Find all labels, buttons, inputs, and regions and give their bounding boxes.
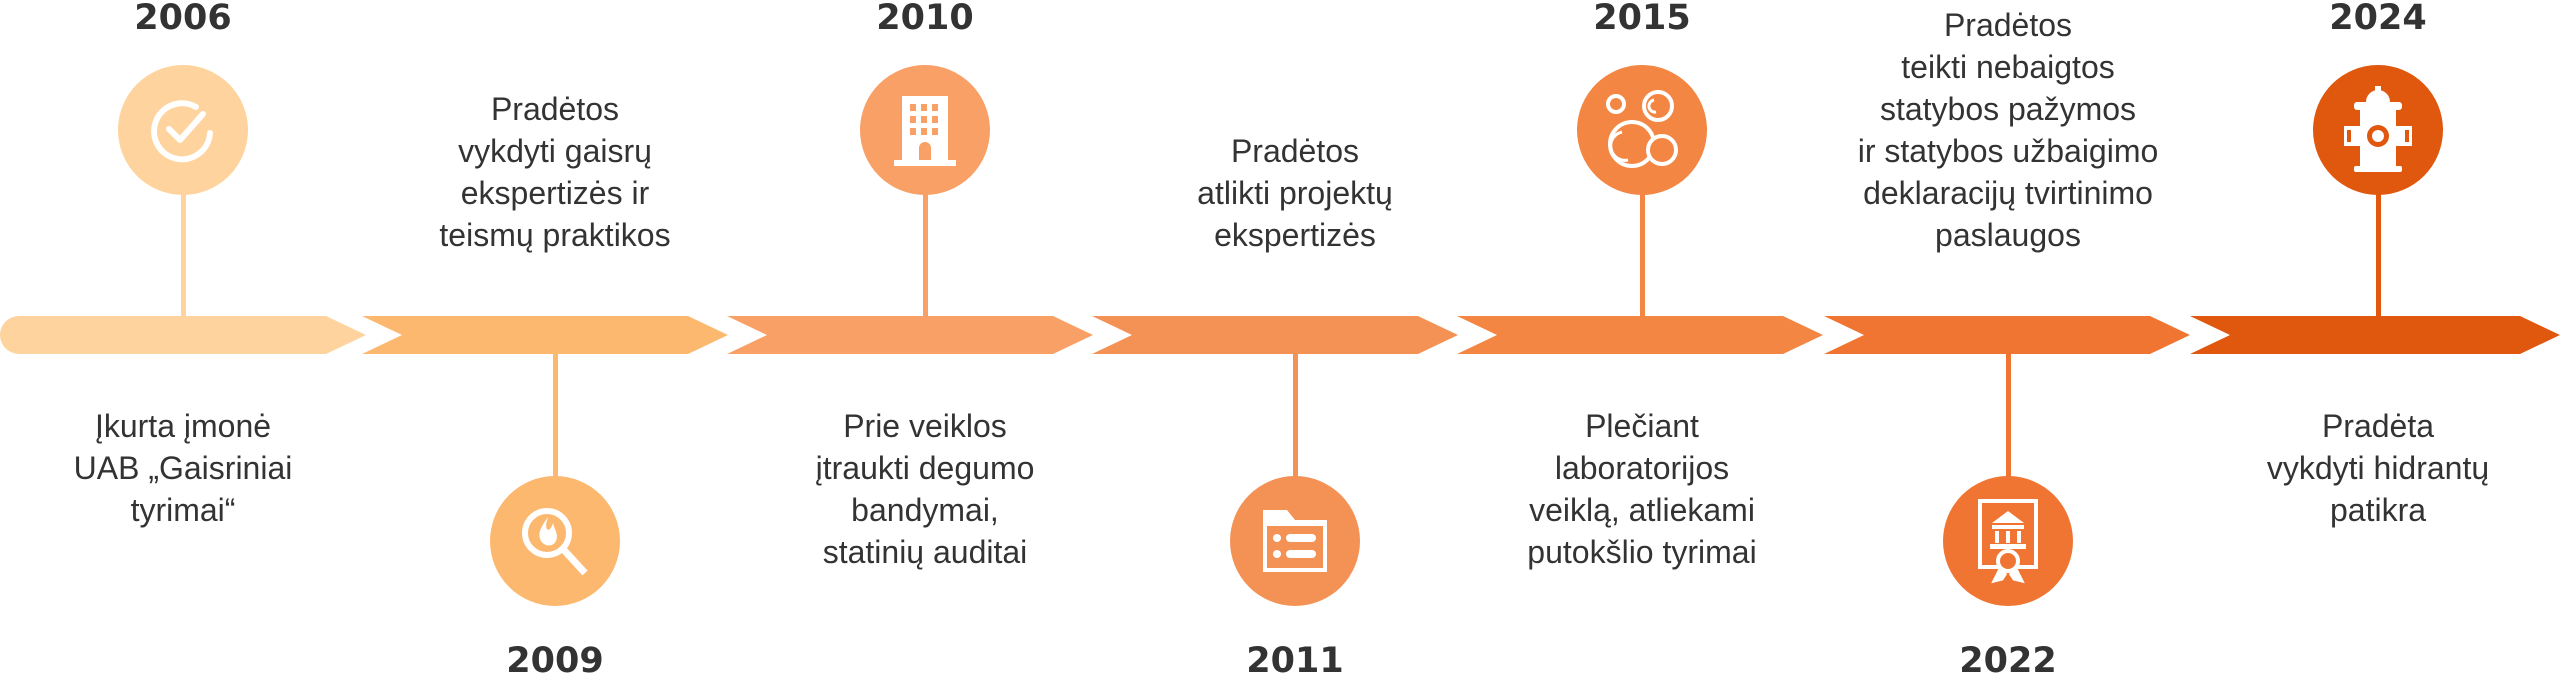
description-line: Pradėtos bbox=[1230, 133, 1360, 169]
event-year: 2022 bbox=[1959, 641, 2057, 681]
description-line: Įkurta įmonė bbox=[94, 408, 272, 444]
check-circle-icon bbox=[146, 93, 220, 167]
description-line: statybos pažymos bbox=[1879, 91, 2137, 127]
description-line: statinių auditai bbox=[822, 534, 1028, 570]
event-year: 2009 bbox=[506, 641, 604, 681]
fire-hydrant-icon bbox=[2338, 80, 2418, 180]
description-line: ekspertizės bbox=[1214, 217, 1376, 253]
description-line: įtraukti degumo bbox=[815, 450, 1035, 486]
description-line: Pradėtos bbox=[490, 91, 620, 127]
timeline-segment bbox=[2190, 316, 2560, 354]
event-description: Prie veiklos įtraukti degumo bandymai, stat… bbox=[705, 405, 1145, 573]
description-line: Pradėtos bbox=[1943, 7, 2073, 43]
event-icon-circle bbox=[118, 65, 248, 195]
building-icon bbox=[890, 92, 960, 168]
timeline-segment bbox=[1457, 316, 1823, 354]
event-year: 2011 bbox=[1246, 641, 1344, 681]
description-line: paslaugos bbox=[1935, 217, 2081, 253]
description-line: vykdyti hidrantų bbox=[2266, 450, 2490, 486]
event-icon-circle bbox=[1230, 476, 1360, 606]
folder-list-icon bbox=[1257, 506, 1333, 576]
event-icon-circle bbox=[860, 65, 990, 195]
event-description: Pradėtos teikti nebaigtos statybos pažymos… bbox=[1788, 4, 2228, 256]
description-line: ekspertizės ir bbox=[460, 175, 650, 211]
event-connector bbox=[2005, 354, 2011, 541]
description-line: bandymai, bbox=[851, 492, 999, 528]
bubbles-icon bbox=[1602, 88, 1682, 172]
event-description: Pradėtos vykdyti gaisrų ekspertizės ir teis… bbox=[335, 88, 775, 256]
description-line: veiklą, atliekami bbox=[1529, 492, 1755, 528]
certificate-icon bbox=[1976, 497, 2040, 585]
timeline-segment bbox=[1092, 316, 1458, 354]
event-connector bbox=[552, 354, 558, 541]
description-line: deklaracijų tvirtinimo bbox=[1863, 175, 2153, 211]
event-connector bbox=[1639, 130, 1645, 316]
event-year: 2015 bbox=[1593, 0, 1691, 38]
description-line: laboratorijos bbox=[1554, 450, 1730, 486]
timeline-segment bbox=[362, 316, 728, 354]
timeline-segment bbox=[0, 316, 366, 354]
event-icon-circle bbox=[1577, 65, 1707, 195]
description-line: atlikti projektų bbox=[1197, 175, 1393, 211]
event-icon-circle bbox=[490, 476, 620, 606]
description-line: tyrimai“ bbox=[130, 492, 236, 528]
description-line: putokšlio tyrimai bbox=[1527, 534, 1757, 570]
event-year: 2010 bbox=[876, 0, 974, 38]
description-line: Prie veiklos bbox=[843, 408, 1007, 444]
event-description: Plečiant laboratorijos veiklą, atliekami pu… bbox=[1422, 405, 1862, 573]
fire-search-icon bbox=[515, 501, 595, 581]
event-icon-circle bbox=[1943, 476, 2073, 606]
description-line: teikti nebaigtos bbox=[1901, 49, 2115, 85]
description-line: ir statybos užbaigimo bbox=[1857, 133, 2159, 169]
event-connector bbox=[922, 130, 928, 316]
timeline-segment bbox=[1824, 316, 2190, 354]
description-line: Plečiant bbox=[1585, 408, 1699, 444]
description-line: UAB „Gaisriniai bbox=[73, 450, 293, 486]
event-connector bbox=[1292, 354, 1298, 541]
description-line: teismų praktikos bbox=[439, 217, 671, 253]
event-description: Pradėta vykdyti hidrantų patikra bbox=[2158, 405, 2560, 531]
event-connector bbox=[2375, 130, 2381, 316]
event-year: 2024 bbox=[2329, 0, 2427, 38]
timeline-segment bbox=[727, 316, 1093, 354]
event-year: 2006 bbox=[134, 0, 232, 38]
description-line: vykdyti gaisrų bbox=[458, 133, 652, 169]
description-line: Pradėta bbox=[2321, 408, 2435, 444]
event-connector bbox=[180, 130, 186, 316]
event-icon-circle bbox=[2313, 65, 2443, 195]
event-description: Pradėtos atlikti projektų ekspertizės bbox=[1075, 130, 1515, 256]
description-line: patikra bbox=[2329, 492, 2427, 528]
